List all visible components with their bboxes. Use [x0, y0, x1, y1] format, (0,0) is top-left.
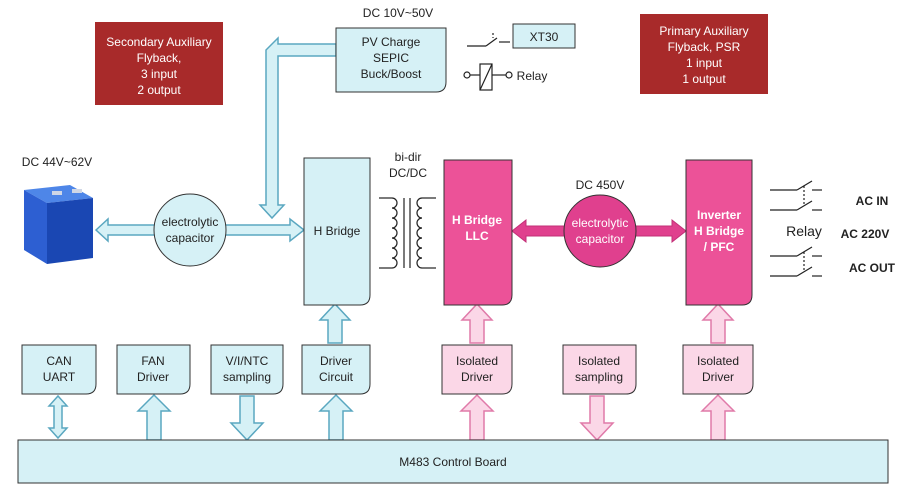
- iso-sampling-down-arrow: [579, 395, 615, 442]
- iso-driver-1-box: [441, 344, 513, 395]
- can-uart-box: [21, 344, 97, 395]
- iso-driver-2-line-1: Isolated: [697, 354, 739, 368]
- primary-aux-box: [640, 14, 768, 94]
- cap-right-line-2: capacitor: [576, 232, 625, 246]
- inverter-line-1: Inverter: [697, 208, 741, 222]
- relay-right-label: Relay: [786, 223, 822, 239]
- secondary-aux-box: [95, 22, 223, 105]
- xt30-box: [512, 23, 576, 49]
- control-board: [17, 439, 889, 484]
- iso-driver2-up-arrow: [701, 302, 735, 344]
- h-bridge-llc-box: [443, 159, 513, 306]
- fan-driver-line-1: FAN: [141, 354, 164, 368]
- secondary-aux-line-4: 2 output: [137, 83, 181, 97]
- can-uart-line-2: UART: [43, 370, 76, 384]
- iso-driver2-from-board-arrow: [700, 393, 736, 441]
- can-uart-line-1: CAN: [46, 354, 71, 368]
- h-bridge-label: H Bridge: [314, 224, 361, 238]
- primary-aux-line-3: 1 input: [686, 56, 723, 70]
- driver-circuit-up-arrow: [318, 302, 352, 344]
- ac-switch-icons: [770, 180, 822, 277]
- iso-driver-1-line-1: Isolated: [456, 354, 498, 368]
- pv-to-hbridge-arrow: [258, 36, 337, 220]
- ac-in-label: AC IN: [856, 194, 889, 208]
- can-uart-double-arrow: [47, 394, 69, 440]
- iso-driver1-from-board-arrow: [459, 393, 495, 441]
- fan-driver-up-arrow: [136, 393, 172, 441]
- driver-circuit-from-board-arrow: [318, 393, 354, 441]
- secondary-aux-line-1: Secondary Auxiliary: [106, 35, 211, 49]
- inverter-box: [685, 159, 753, 306]
- dc-450-label: DC 450V: [576, 178, 625, 192]
- iso-sampling-line-2: sampling: [575, 370, 623, 384]
- secondary-aux-line-2: Flyback,: [137, 51, 182, 65]
- vint-down-arrow: [229, 395, 265, 442]
- driver-circuit-line-2: Circuit: [319, 370, 354, 384]
- fan-driver-box: [116, 344, 191, 395]
- cap-left-line-1: electrolytic: [162, 215, 219, 229]
- vint-line-2: sampling: [223, 370, 271, 384]
- bidir-line-2: DC/DC: [389, 166, 427, 180]
- ac-220-label: AC 220V: [841, 227, 890, 241]
- cap-right-line-1: electrolytic: [572, 216, 629, 230]
- llc-line-1: H Bridge: [452, 213, 502, 227]
- secondary-aux-line-3: 3 input: [141, 67, 178, 81]
- pv-charge-line-3: Buck/Boost: [361, 67, 422, 81]
- transformer-icon: [379, 197, 436, 269]
- iso-driver1-up-arrow: [460, 302, 494, 344]
- pv-charge-box: [335, 27, 447, 93]
- h-bridge-box: [303, 157, 371, 306]
- cap-hbridge-arrow: [224, 217, 306, 243]
- battery-voltage-label: DC 44V~62V: [22, 155, 92, 169]
- iso-driver-1-line-2: Driver: [461, 370, 493, 384]
- iso-driver-2-line-2: Driver: [702, 370, 734, 384]
- driver-circuit-box: [301, 344, 371, 395]
- relay-symbol: [463, 33, 513, 91]
- primary-aux-line-1: Primary Auxiliary: [659, 24, 748, 38]
- ac-out-label: AC OUT: [849, 261, 896, 275]
- fan-driver-line-2: Driver: [137, 370, 169, 384]
- cap-left-line-2: capacitor: [166, 231, 215, 245]
- relay-top-label: Relay: [517, 69, 548, 83]
- iso-sampling-box: [562, 344, 637, 395]
- vint-sampling-box: [210, 344, 284, 395]
- cap-right-circle: [563, 194, 637, 268]
- primary-aux-line-2: Flyback, PSR: [668, 40, 741, 54]
- primary-aux-line-4: 1 output: [682, 72, 726, 86]
- iso-sampling-line-1: Isolated: [578, 354, 620, 368]
- vint-line-1: V/I/NTC: [226, 354, 269, 368]
- bidir-line-1: bi-dir: [395, 150, 422, 164]
- inverter-line-2: H Bridge: [694, 224, 744, 238]
- iso-driver-2-box: [682, 344, 754, 395]
- battery-cap-arrow: [94, 217, 157, 243]
- driver-circuit-line-1: Driver: [320, 354, 352, 368]
- xt30-label: XT30: [530, 30, 559, 44]
- inverter-line-3: / PFC: [704, 240, 735, 254]
- control-board-label: M483 Control Board: [399, 455, 506, 469]
- pv-charge-line-2: SEPIC: [373, 51, 409, 65]
- pv-charge-line-1: PV Charge: [362, 35, 421, 49]
- cap-left-circle: [153, 193, 227, 267]
- battery-icon: [24, 185, 93, 264]
- llc-line-2: LLC: [465, 229, 489, 243]
- dc-10-50-label: DC 10V~50V: [363, 6, 433, 20]
